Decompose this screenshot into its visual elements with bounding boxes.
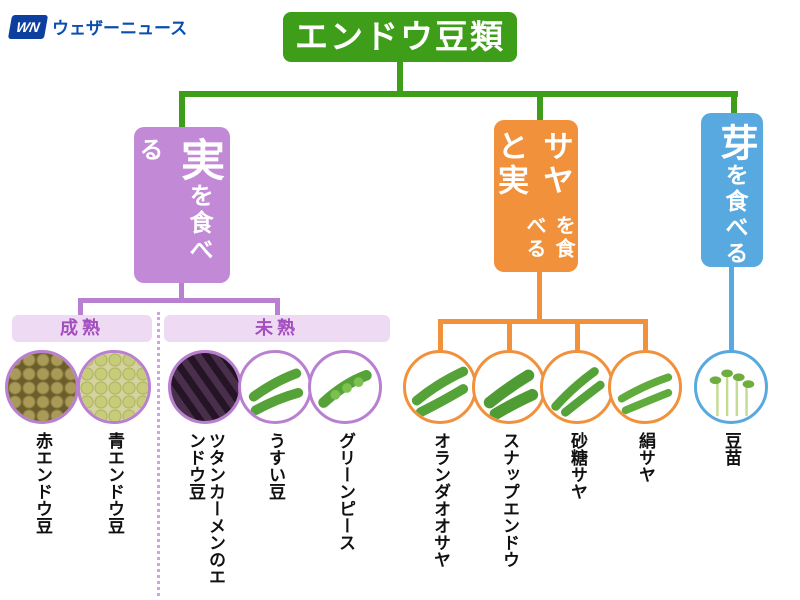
connector-orange-stub-3 xyxy=(575,319,580,352)
branch-eat-sprouts: 芽を食べる xyxy=(701,113,763,267)
connector-green-left-stub xyxy=(179,91,185,128)
wn-logo-icon: WN xyxy=(7,14,49,39)
branch-eat-pod-and-seeds: サヤと実 を食べる xyxy=(493,120,578,272)
pea-pod-icon xyxy=(551,367,605,417)
list-item: ツタンカーメンのエンドウ豆 xyxy=(160,350,250,592)
page-title: エンドウ豆類 xyxy=(283,12,517,62)
branch-eat-seeds-big: 実 xyxy=(174,137,223,183)
connector-green-mid-stub xyxy=(537,91,543,121)
branch-eat-sprouts-small: を食べる xyxy=(722,163,748,267)
pea-pod-icon xyxy=(617,373,673,415)
purple-pods-pattern xyxy=(171,353,239,421)
connector-orange-stub xyxy=(537,272,542,324)
item-label: 青エンドウ豆 xyxy=(105,432,125,534)
connector-orange-stub-1 xyxy=(438,319,443,352)
item-label: 砂糖サヤ xyxy=(568,432,588,500)
branch-eat-sprouts-big: 芽 xyxy=(714,123,756,163)
green-pods-photo xyxy=(608,350,682,424)
dried-green-peas-photo xyxy=(77,350,151,424)
pea-pod-icon xyxy=(411,366,469,418)
connector-green-horizontal xyxy=(179,91,738,97)
item-label: 豆苗 xyxy=(722,432,742,466)
pea-pod-icon xyxy=(318,370,372,408)
connector-blue-stub xyxy=(729,267,734,352)
item-label: 赤エンドウ豆 xyxy=(33,432,53,534)
dried-green-peas-pattern xyxy=(80,353,148,421)
list-item: グリーンピース xyxy=(300,350,390,592)
item-label: うすい豆 xyxy=(266,432,286,500)
item-label: オランダオオサヤ xyxy=(431,432,451,568)
dried-red-peas-pattern xyxy=(8,353,76,421)
connector-orange-stub-4 xyxy=(643,319,648,352)
item-label: スナップエンドウ xyxy=(500,432,520,568)
green-pods-photo xyxy=(472,350,546,424)
dried-red-peas-photo xyxy=(5,350,79,424)
logo-text: ウェザーニュース xyxy=(52,19,188,38)
pea-sprouts-photo xyxy=(694,350,768,424)
mature-immature-divider xyxy=(157,312,160,596)
pea-pod-icon xyxy=(483,369,539,420)
list-item: 豆苗 xyxy=(686,350,776,592)
list-item: 赤エンドウ豆 xyxy=(0,350,87,592)
green-pods-photo xyxy=(238,350,312,424)
item-label: 絹サヤ xyxy=(636,432,656,483)
connector-purple-right-stub xyxy=(275,298,280,316)
item-label: ツタンカーメンのエンドウ豆 xyxy=(186,432,226,585)
branch-eat-pod-big: サヤと実 xyxy=(493,130,573,198)
branch-eat-seeds: 実を食べる xyxy=(134,127,230,283)
pea-sprouts-icon xyxy=(709,369,755,417)
connector-green-right-stub xyxy=(731,91,737,114)
purple-pods-photo xyxy=(168,350,242,424)
list-item: うすい豆 xyxy=(230,350,320,592)
list-item: 砂糖サヤ xyxy=(532,350,622,592)
green-pods-photo xyxy=(308,350,382,424)
list-item: オランダオオサヤ xyxy=(395,350,485,592)
group-immature: 未熟 xyxy=(164,315,390,342)
pea-pod-icon xyxy=(248,368,304,416)
list-item: 絹サヤ xyxy=(600,350,690,592)
branch-eat-pod-small: を食べる xyxy=(523,214,574,261)
connector-title-stub xyxy=(397,62,403,95)
connector-orange-horizontal xyxy=(438,319,648,324)
connector-orange-stub-2 xyxy=(507,319,512,352)
list-item: 青エンドウ豆 xyxy=(69,350,159,592)
list-item: スナップエンドウ xyxy=(464,350,554,592)
group-mature: 成熟 xyxy=(12,315,152,342)
connector-purple-stub xyxy=(179,283,184,301)
connector-purple-left-stub xyxy=(78,298,83,316)
connector-purple-horizontal xyxy=(78,298,280,303)
green-pods-photo xyxy=(540,350,614,424)
branch-eat-seeds-small: を食べる xyxy=(135,137,212,264)
item-label: グリーンピース xyxy=(336,432,356,551)
weathernews-logo: WN ウェザーニュース xyxy=(7,14,188,39)
